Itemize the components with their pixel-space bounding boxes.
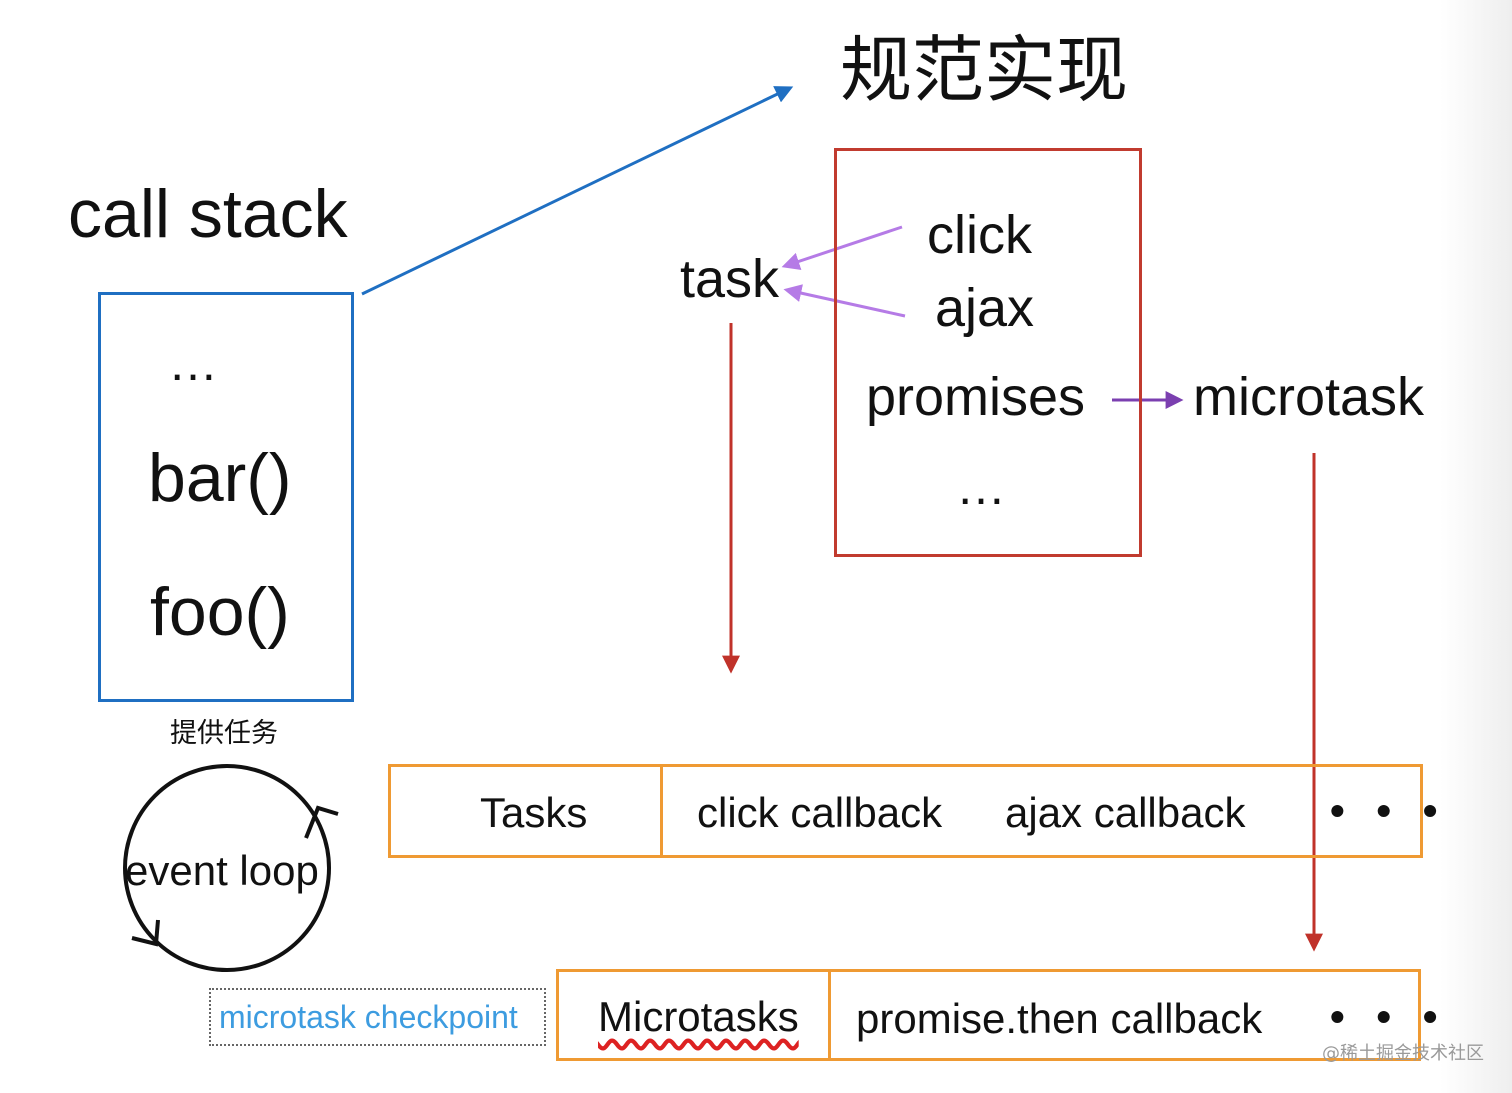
call-stack-frame-foo: foo(): [150, 574, 290, 650]
microtasks-queue-header-cell: [556, 969, 831, 1061]
microtask-checkpoint-box: [209, 988, 546, 1046]
click-to-task-arrow: [781, 225, 903, 270]
microtasks-queue-more: • • •: [1330, 993, 1448, 1040]
microtask-checkpoint-label: microtask checkpoint: [219, 999, 518, 1035]
ajax-to-task-arrow: [783, 284, 906, 318]
task-label: task: [680, 249, 780, 309]
call-stack-title: call stack: [68, 176, 348, 252]
tasks-queue-item-ajax-callback: ajax callback: [1005, 789, 1246, 836]
call-stack-box: [98, 292, 354, 702]
event-loop-arrow-top: [304, 805, 339, 839]
call-stack-frame-bar: bar(): [148, 440, 292, 516]
call-stack-frame-ellipsis: …: [168, 335, 224, 391]
spec-item-ellipsis: …: [956, 459, 1014, 515]
event-loop-arrow-bottom: [131, 919, 160, 947]
microtasks-queue: [556, 969, 1421, 1061]
tasks-queue-more: • • •: [1330, 787, 1448, 834]
tasks-queue: [388, 764, 1423, 858]
tasks-queue-header-cell: [388, 764, 663, 858]
event-loop-label: event loop: [125, 847, 319, 894]
microtask-label: microtask: [1193, 367, 1425, 427]
provide-tasks-label: 提供任务: [170, 718, 278, 749]
spec-item-click: click: [927, 205, 1032, 265]
event-loop-circle: [123, 764, 331, 972]
spec-box: [834, 148, 1142, 557]
stack-to-spec-arrow: [361, 86, 794, 296]
tasks-queue-item-click-callback: click callback: [697, 789, 943, 836]
spec-item-promises: promises: [866, 367, 1086, 427]
watermark: @稀土掘金技术社区: [1322, 1043, 1484, 1064]
microtasks-queue-item-promise-then: promise.then callback: [856, 995, 1263, 1042]
microtasks-queue-header: Microtasks: [598, 993, 799, 1040]
page-edge-shadow: [1440, 0, 1512, 1093]
spec-item-ajax: ajax: [935, 278, 1035, 338]
tasks-queue-header: Tasks: [480, 789, 588, 836]
spec-implementation-title: 规范实现: [840, 28, 1129, 112]
